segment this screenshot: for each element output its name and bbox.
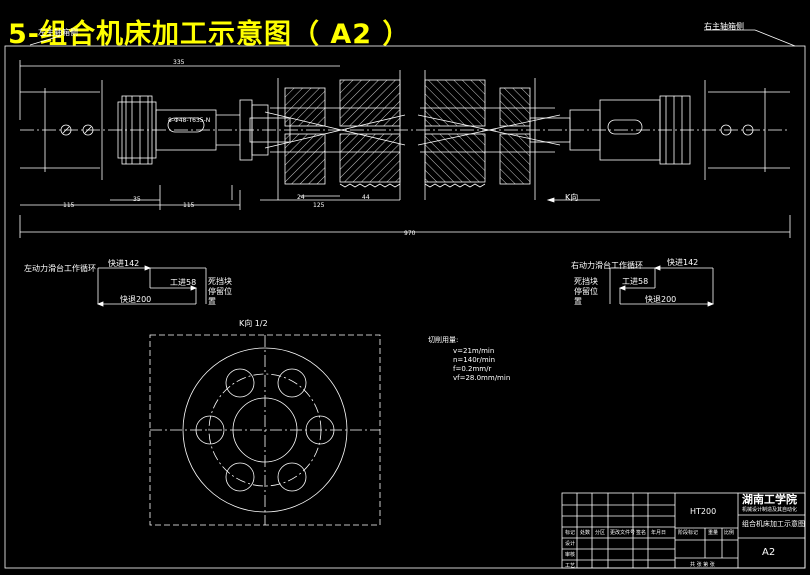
bolt-hole-4: [305, 415, 335, 445]
tb-row-mark: 标记: [565, 530, 576, 536]
drawing-border: [4, 45, 806, 569]
spindle-label: 8-Φ48-T635-N: [168, 117, 211, 124]
dim-115-left: 115: [63, 202, 75, 209]
tb-row-review: 审核: [565, 552, 576, 558]
fixture-left-top: [284, 87, 326, 127]
bolt-hole-3: [195, 415, 225, 445]
dim-125: 125: [313, 202, 325, 209]
cutting-vf: vf=28.0mm/min: [453, 374, 511, 382]
material-label: HT200: [690, 507, 717, 516]
tb-row-design: 设计: [565, 541, 576, 547]
bolt-hole-6: [277, 462, 307, 492]
cutting-f: f=0.2mm/r: [453, 365, 492, 373]
tb-weight: 重量: [708, 530, 719, 536]
pitch-circle: [208, 373, 322, 487]
dim-335: 335: [173, 59, 185, 66]
dim-35: 35: [133, 196, 141, 203]
right-stop-label: 死挡块停留位置: [574, 277, 598, 306]
k-view: [149, 334, 381, 526]
tb-row-count: 处数: [580, 530, 591, 536]
right-fast-in: 快进142: [667, 258, 699, 267]
workpiece-left-bottom: [339, 133, 401, 183]
drawing-name: 组合机床加工示意图: [742, 520, 805, 528]
tb-scale: 比例: [724, 530, 735, 536]
fixture-left-bottom: [284, 133, 326, 185]
school-name: 湖南工学院: [742, 493, 797, 506]
cutting-v: v=21m/min: [453, 347, 495, 355]
sheet-size: A2: [762, 547, 776, 558]
tb-col-zone: 分区: [595, 530, 606, 536]
school-subtitle: 机械设计制造及其自动化: [742, 507, 798, 513]
bolt-hole-2: [277, 368, 307, 398]
workpiece-left-top: [339, 79, 401, 127]
k-direction-label: K向: [565, 193, 579, 202]
k-view-label: K向 1/2: [239, 319, 268, 328]
dim-970: 970: [404, 230, 416, 237]
left-cycle-diagram: [96, 265, 207, 307]
bolt-hole-5: [225, 462, 255, 492]
cutting-title: 切削用量:: [428, 336, 459, 344]
right-hole-1: [720, 124, 732, 136]
bolt-hole-1: [225, 368, 255, 398]
tb-col-date: 年月日: [651, 530, 667, 536]
left-hole-2: [82, 124, 94, 136]
left-tool: [264, 111, 406, 149]
leader-right: [754, 29, 796, 47]
right-cycle-title: 右动力滑台工作循环: [571, 261, 643, 270]
left-fast-back: 快退200: [120, 295, 152, 304]
title-block: [561, 492, 806, 569]
dim-24: 24: [297, 194, 305, 201]
right-work-in: 工进58: [622, 277, 649, 286]
top-left-label: 左主轴箱侧: [38, 28, 78, 37]
tb-stage: 阶段标记: [678, 530, 699, 536]
workpiece-right-top: [424, 79, 486, 127]
dim-44: 44: [362, 194, 370, 201]
tb-col-change: 更改文件号: [610, 530, 636, 536]
tb-row-process: 工艺: [565, 563, 576, 569]
outer-circle: [182, 347, 348, 513]
left-cycle-title: 左动力滑台工作循环: [24, 264, 96, 273]
fixture-right-top: [499, 87, 531, 127]
right-bearing-body: [659, 95, 691, 165]
drawing-title: 5-组合机床加工示意图（ A2 ）: [8, 19, 411, 50]
leader-left: [29, 35, 61, 46]
cutting-n: n=140r/min: [453, 356, 496, 364]
right-fast-back: 快退200: [645, 295, 677, 304]
left-stop-label: 死挡块停留位置: [208, 277, 232, 306]
left-work-in: 工进58: [170, 278, 197, 287]
right-tool: [417, 114, 561, 146]
workpiece-right-bottom: [424, 133, 486, 183]
left-spindle: [155, 109, 217, 151]
left-hole-1: [60, 124, 72, 136]
fixture-right-bottom: [499, 133, 531, 185]
tb-col-sign: 签名: [636, 530, 647, 536]
right-cycle-diagram: [609, 265, 715, 307]
tb-sheets: 共 张 第 张: [690, 562, 715, 568]
dim-115-mid: 115: [183, 202, 195, 209]
right-hole-2: [742, 124, 754, 136]
top-right-label: 右主轴箱侧: [704, 22, 744, 31]
left-fast-in: 快进142: [108, 259, 140, 268]
center-bore: [232, 397, 298, 463]
